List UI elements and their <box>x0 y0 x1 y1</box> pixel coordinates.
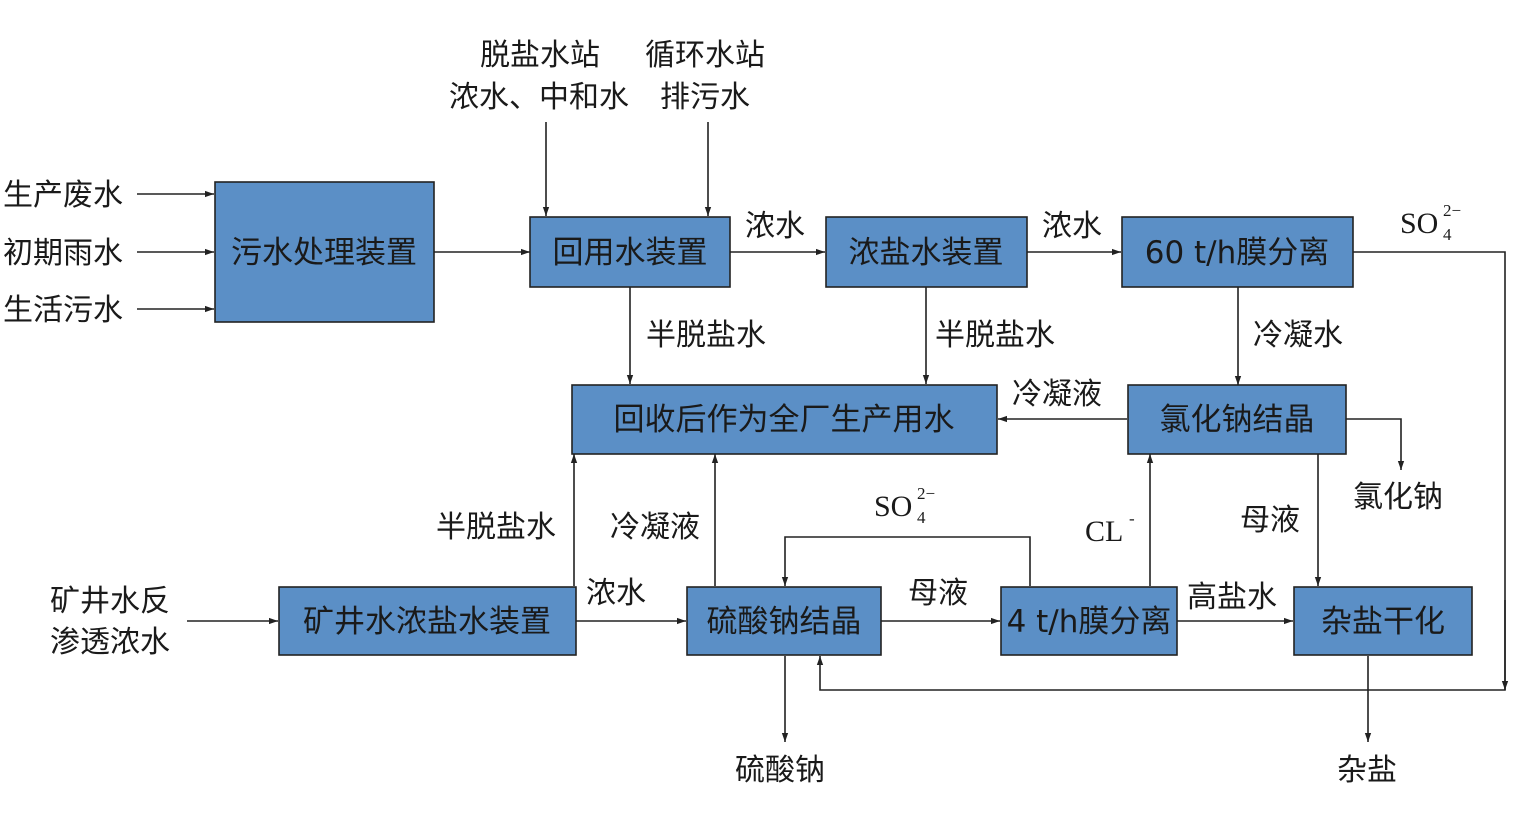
box-mixed-salt-dry: 杂盐干化 <box>1293 586 1473 656</box>
box-wastewater-treatment-label: 污水处理装置 <box>231 235 417 271</box>
box-membrane-60: 60 t/h膜分离 <box>1121 216 1354 288</box>
input-domestic-sewage: 生活污水 <box>3 293 123 328</box>
box-nacl-crystal-label: 氯化钠结晶 <box>1160 402 1315 438</box>
box-wastewater-treatment: 污水处理装置 <box>214 181 435 323</box>
label-so4-top: SO <box>1400 207 1438 240</box>
label-so4-mid-sup: 2− <box>917 484 935 503</box>
input-circulating-blowdown: 排污水 <box>660 80 750 115</box>
input-desalination-concentrate: 浓水、中和水 <box>449 80 629 115</box>
box-membrane-4-label: 4 t/h膜分离 <box>1007 604 1172 640</box>
input-initial-rain: 初期雨水 <box>3 236 123 271</box>
label-so4-top-sup: 2− <box>1443 201 1461 220</box>
box-na2so4-crystal: 硫酸钠结晶 <box>686 586 882 656</box>
box-brine-unit-label: 浓盐水装置 <box>849 235 1004 271</box>
label-concentrate-3: 浓水 <box>586 576 646 611</box>
input-circulating-station: 循环水站 <box>645 38 765 73</box>
box-na2so4-crystal-label: 硫酸钠结晶 <box>707 604 862 640</box>
box-recovered-water: 回收后作为全厂生产用水 <box>571 384 998 455</box>
label-semi-desalted-3: 半脱盐水 <box>436 510 556 545</box>
box-mine-brine-label: 矿井水浓盐水装置 <box>303 604 551 640</box>
flow-return-to-na2so4 <box>816 656 1368 691</box>
input-mine-water-line1: 矿井水反 <box>50 584 170 619</box>
label-semi-desalted-1: 半脱盐水 <box>646 318 766 353</box>
label-cl-ion: CL <box>1085 515 1123 548</box>
label-concentrate-2: 浓水 <box>1042 209 1102 244</box>
box-mine-brine: 矿井水浓盐水装置 <box>278 586 577 656</box>
label-condensate-liquid-1: 冷凝液 <box>1012 377 1102 412</box>
flow-membrane60-so4-return <box>1353 251 1506 691</box>
label-high-salt-water: 高盐水 <box>1187 580 1277 615</box>
label-so4-top-sub: 4 <box>1443 225 1452 244</box>
label-condensate-water: 冷凝水 <box>1253 318 1343 353</box>
input-desalination-station: 脱盐水站 <box>480 38 600 73</box>
label-condensate-liquid-2: 冷凝液 <box>610 510 700 545</box>
box-nacl-crystal: 氯化钠结晶 <box>1127 384 1347 455</box>
flow-nacl-output <box>1346 418 1405 470</box>
output-mixed-salt: 杂盐 <box>1337 753 1397 788</box>
box-recovered-water-label: 回收后作为全厂生产用水 <box>614 402 955 438</box>
label-mother-liquor-2: 母液 <box>908 576 968 611</box>
label-so4-mid: SO <box>874 490 912 523</box>
flow-lines <box>137 122 1509 742</box>
box-membrane-60-label: 60 t/h膜分离 <box>1145 235 1330 271</box>
label-cl-charge: - <box>1129 509 1135 528</box>
output-sodium-chloride: 氯化钠 <box>1353 480 1443 515</box>
box-reuse-water: 回用水装置 <box>529 216 731 288</box>
input-mine-water-line2: 渗透浓水 <box>50 625 170 660</box>
label-concentrate-1: 浓水 <box>745 209 805 244</box>
box-reuse-water-label: 回用水装置 <box>553 235 708 271</box>
input-production-wastewater: 生产废水 <box>3 178 123 213</box>
box-brine-unit: 浓盐水装置 <box>825 216 1028 288</box>
output-sodium-sulfate: 硫酸钠 <box>735 753 825 788</box>
label-so4-mid-sub: 4 <box>917 508 926 527</box>
box-mixed-salt-dry-label: 杂盐干化 <box>1321 604 1445 640</box>
label-mother-liquor-1: 母液 <box>1240 503 1300 538</box>
label-semi-desalted-2: 半脱盐水 <box>935 318 1055 353</box>
box-membrane-4: 4 t/h膜分离 <box>1000 586 1178 656</box>
flow-membrane4-so4-return <box>781 536 1031 586</box>
